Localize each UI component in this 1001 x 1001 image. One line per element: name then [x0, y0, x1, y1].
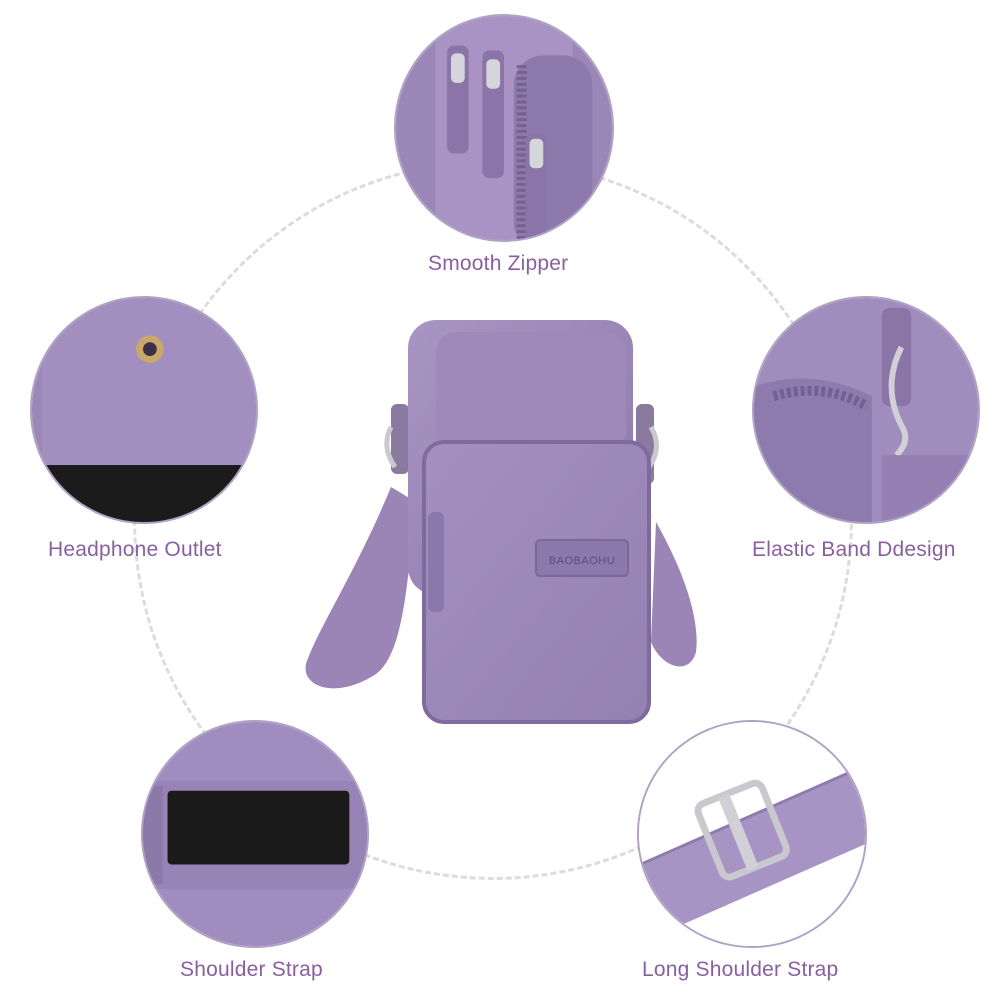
zipper-detail-image	[394, 14, 614, 242]
brand-patch-label: BAOBAOHU	[548, 555, 616, 567]
strap-buckle-detail-image	[637, 720, 867, 948]
clasp-detail-image	[752, 296, 980, 524]
elastic-band-detail-image	[141, 720, 369, 948]
headphone-outlet-detail-image	[30, 296, 258, 524]
headphone-caption: Headphone Outlet	[48, 538, 222, 561]
shoulder-strap-caption: Shoulder Strap	[180, 958, 323, 981]
long-strap-caption: Long Shoulder Strap	[642, 958, 839, 981]
crossbody-phone-bag	[296, 312, 708, 732]
elastic-caption: Elastic Band Ddesign	[752, 538, 956, 561]
zipper-caption: Smooth Zipper	[428, 252, 569, 275]
